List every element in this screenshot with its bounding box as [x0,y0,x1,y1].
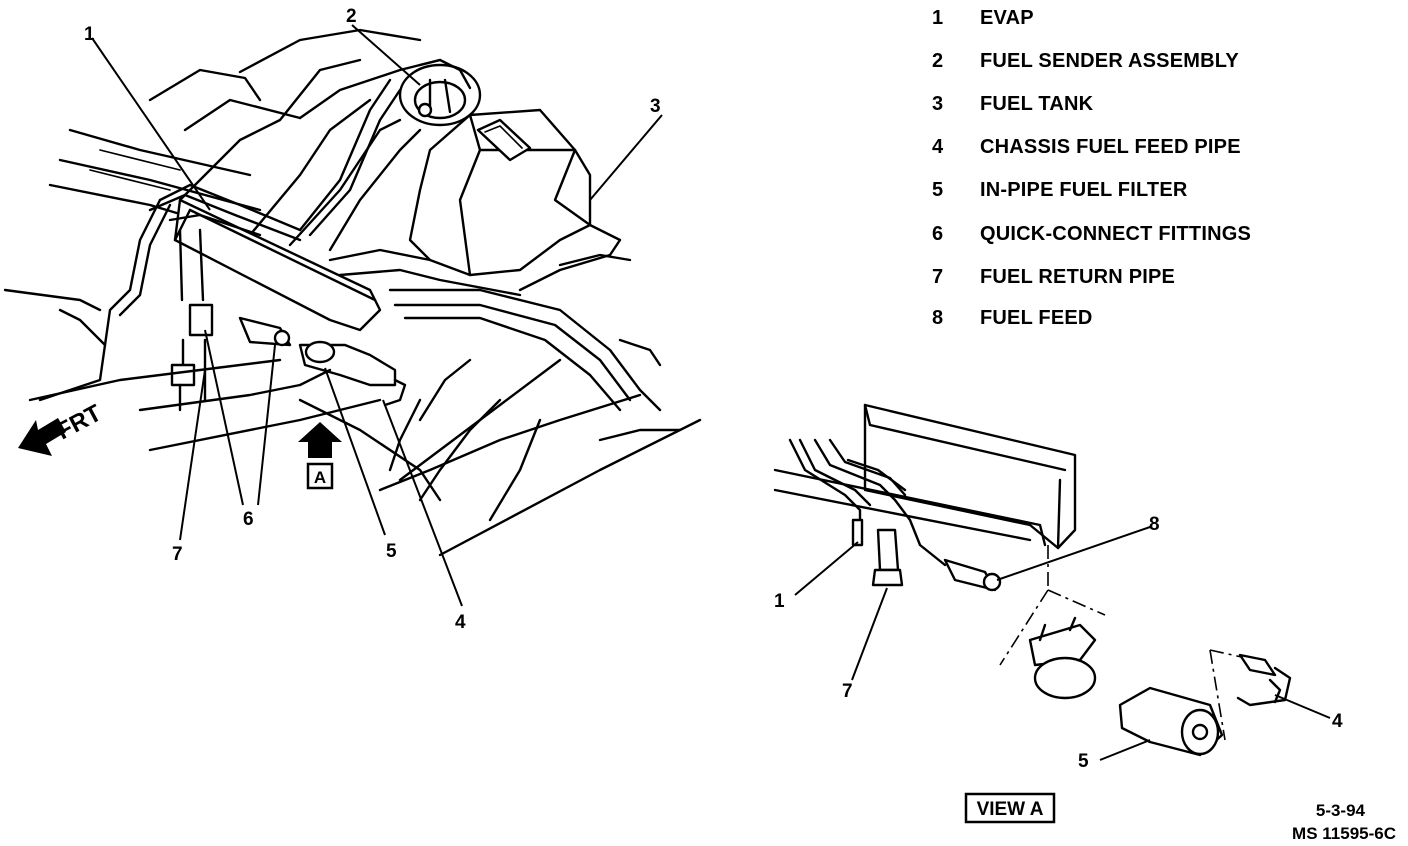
view-callout-7: 7 [842,681,853,702]
legend-item: 1 EVAP [932,7,1034,29]
legend-number: 5 [932,179,943,201]
front-direction-indicator: FRT [18,399,106,456]
view-a-leader-lines [794,526,1331,761]
view-marker-letter: A [314,468,326,487]
view-title-text: VIEW A [977,799,1044,820]
figure-date: 5-3-94 [1316,801,1366,820]
front-arrow-icon [18,418,66,456]
main-view-drawing [3,28,702,557]
main-callout-2: 2 [346,6,357,27]
legend-number: 1 [932,7,943,29]
legend-item: 5 IN-PIPE FUEL FILTER [932,179,1188,201]
legend-text: QUICK-CONNECT FITTINGS [980,223,1251,245]
main-callout-3: 3 [650,96,661,117]
legend-item: 2 FUEL SENDER ASSEMBLY [932,50,1239,72]
view-callout-1: 1 [774,591,785,612]
frt-label: FRT [52,399,106,445]
view-callout-8: 8 [1149,514,1160,535]
figure-reference: 5-3-94 MS 11595-6C [1292,801,1396,843]
view-callout-4: 4 [1332,711,1343,732]
view-marker-box [306,462,334,490]
view-a-callouts: 1 7 8 5 4 [774,514,1343,772]
main-callout-5: 5 [386,541,397,562]
view-callout-5: 5 [1078,751,1089,772]
legend-item: 8 FUEL FEED [932,307,1093,329]
legend-item: 7 FUEL RETURN PIPE [932,266,1175,288]
legend-text: FUEL SENDER ASSEMBLY [980,50,1239,72]
legend-text: EVAP [980,7,1034,29]
view-a-marker: A [298,422,342,490]
main-callouts: 1 2 3 4 5 6 7 [84,6,661,633]
legend-number: 2 [932,50,943,72]
main-callout-7: 7 [172,544,183,565]
view-a-title: VIEW A [964,792,1056,824]
legend-number: 4 [932,136,944,158]
legend-text: IN-PIPE FUEL FILTER [980,179,1188,201]
main-callout-1: 1 [84,24,95,45]
legend-item: 3 FUEL TANK [932,93,1094,115]
main-callout-4: 4 [455,612,466,633]
legend-item: 6 QUICK-CONNECT FITTINGS [932,223,1251,245]
legend-number: 6 [932,223,943,245]
figure-code: MS 11595-6C [1292,824,1396,843]
legend-number: 7 [932,266,943,288]
view-title-box [964,792,1056,824]
up-arrow-icon [298,422,342,458]
legend-text: FUEL FEED [980,307,1093,329]
legend-number: 8 [932,307,943,329]
parts-legend: 1 EVAP 2 FUEL SENDER ASSEMBLY 3 FUEL TAN… [932,7,1251,329]
legend-text: FUEL TANK [980,93,1094,115]
legend-item: 4 CHASSIS FUEL FEED PIPE [932,136,1241,158]
main-callout-6: 6 [243,509,254,530]
legend-text: FUEL RETURN PIPE [980,266,1175,288]
legend-number: 3 [932,93,943,115]
main-leader-lines [91,24,663,607]
legend-text: CHASSIS FUEL FEED PIPE [980,136,1241,158]
view-a-drawing [773,403,1292,757]
